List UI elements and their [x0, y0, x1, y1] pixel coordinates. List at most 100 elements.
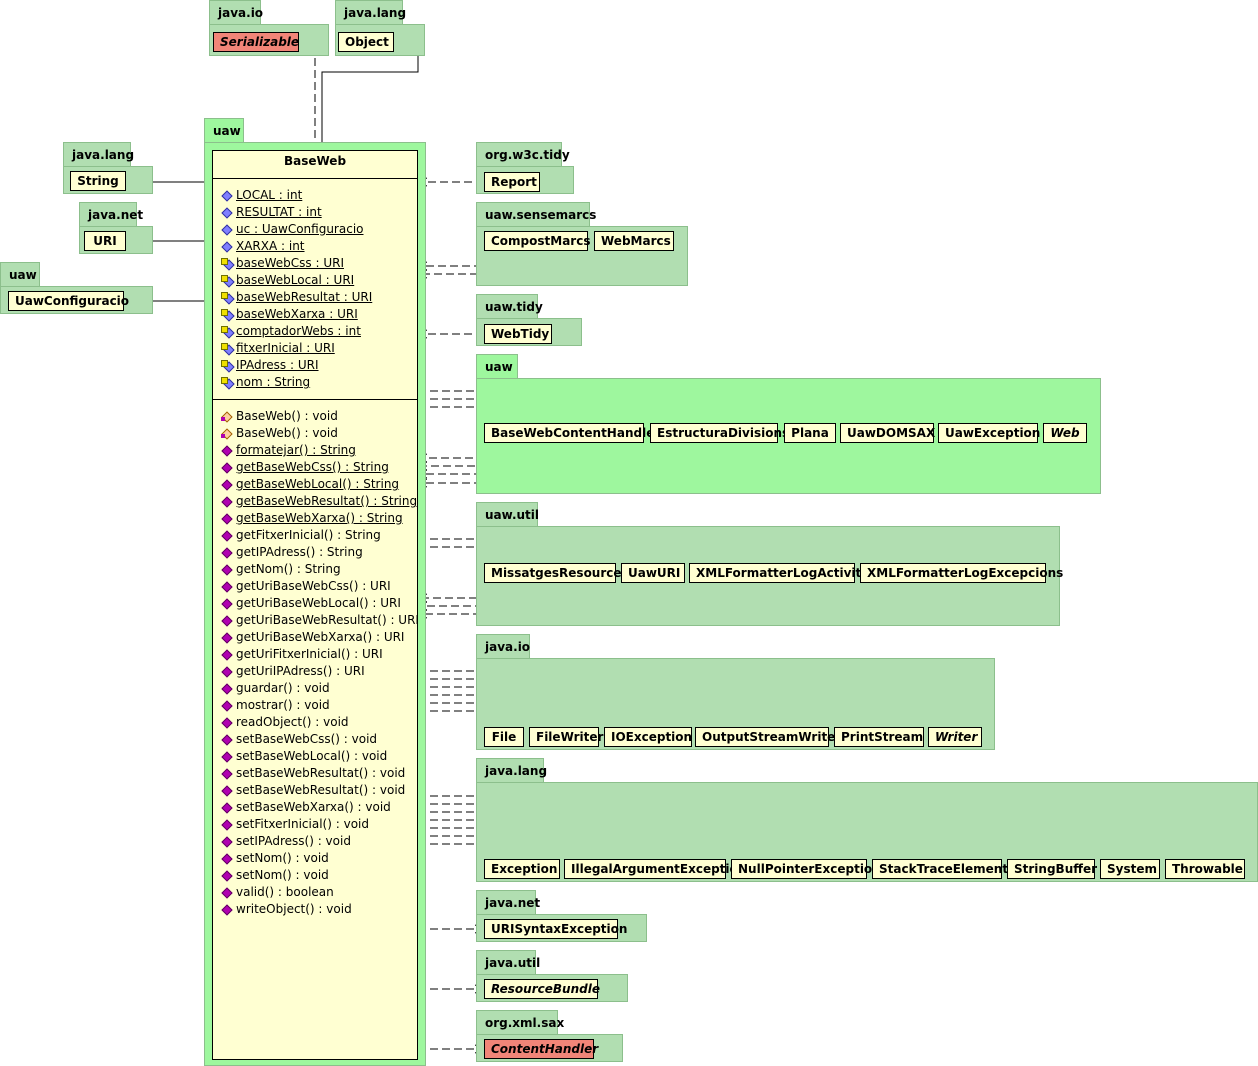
class-plana[interactable]: Plana — [784, 423, 836, 443]
class-throwable[interactable]: Throwable — [1165, 859, 1245, 879]
class-urisyntaxexception[interactable]: URISyntaxException — [484, 919, 627, 939]
package-java-util-tab: java.util — [476, 950, 540, 974]
method-row[interactable]: getIPAdress() : String — [221, 544, 363, 561]
class-uawexception[interactable]: UawException — [938, 423, 1040, 443]
method-row[interactable]: setBaseWebCss() : void — [221, 731, 377, 748]
field-row[interactable]: nom : String — [221, 374, 310, 391]
field-icon — [221, 207, 232, 218]
method-row[interactable]: getUriBaseWebLocal() : URI — [221, 595, 401, 612]
method-row[interactable]: guardar() : void — [221, 680, 330, 697]
method-icon — [221, 530, 232, 541]
method-row[interactable]: getUriBaseWebCss() : URI — [221, 578, 391, 595]
class-uawuri[interactable]: UawURI — [621, 563, 685, 583]
class-estructuradivisions[interactable]: EstructuraDivisions — [650, 423, 789, 443]
method-row[interactable]: setNom() : void — [221, 850, 329, 867]
method-row[interactable]: getUriBaseWebResultat() : URI — [221, 612, 419, 629]
class-writer[interactable]: Writer — [928, 727, 982, 747]
class-system[interactable]: System — [1100, 859, 1160, 879]
field-row[interactable]: RESULTAT : int — [221, 204, 322, 221]
method-icon — [221, 564, 232, 575]
class-nullpointerexception[interactable]: NullPointerException — [731, 859, 881, 879]
package-uaw-sensemarcs-tab: uaw.sensemarcs — [476, 202, 596, 226]
class-filewriter[interactable]: FileWriter — [529, 727, 603, 747]
member-label: writeObject() : void — [236, 902, 352, 916]
field-row[interactable]: XARXA : int — [221, 238, 305, 255]
method-row[interactable]: getNom() : String — [221, 561, 341, 578]
class-report[interactable]: Report — [484, 172, 540, 192]
class-illegalargumentexception[interactable]: IllegalArgumentException — [564, 859, 746, 879]
method-row[interactable]: getUriIPAdress() : URI — [221, 663, 365, 680]
field-row[interactable]: uc : UawConfiguracio — [221, 221, 364, 238]
method-row[interactable]: getBaseWebXarxa() : String — [221, 510, 403, 527]
method-icon — [221, 836, 232, 847]
class-contenthandler[interactable]: ContentHandler — [484, 1039, 598, 1059]
field-row[interactable]: fitxerInicial : URI — [221, 340, 335, 357]
class-ioexception[interactable]: IOException — [604, 727, 692, 747]
field-row[interactable]: baseWebXarxa : URI — [221, 306, 358, 323]
class-uawdomsax[interactable]: UawDOMSAX — [840, 423, 935, 443]
class-xmlformatterlogexcepcions[interactable]: XMLFormatterLogExcepcions — [860, 563, 1063, 583]
field-row[interactable]: baseWebLocal : URI — [221, 272, 354, 289]
method-row[interactable]: setNom() : void — [221, 867, 329, 884]
field-row[interactable]: comptadorWebs : int — [221, 323, 361, 340]
method-icon — [221, 853, 232, 864]
class-webmarcs[interactable]: WebMarcs — [594, 231, 674, 251]
class-uawconfiguracio[interactable]: UawConfiguracio — [8, 291, 129, 311]
member-label: baseWebCss : URI — [236, 256, 344, 270]
method-row[interactable]: getBaseWebLocal() : String — [221, 476, 399, 493]
class-missatgesresource[interactable]: MissatgesResource — [484, 563, 622, 583]
method-row[interactable]: readObject() : void — [221, 714, 349, 731]
method-row[interactable]: setFitxerInicial() : void — [221, 816, 369, 833]
class-compostmarcs[interactable]: CompostMarcs — [484, 231, 590, 251]
class-file[interactable]: File — [484, 727, 524, 747]
method-row[interactable]: setBaseWebResultat() : void — [221, 765, 405, 782]
method-row[interactable]: getFitxerInicial() : String — [221, 527, 381, 544]
member-label: fitxerInicial : URI — [236, 341, 335, 355]
method-row[interactable]: getUriBaseWebXarxa() : URI — [221, 629, 404, 646]
field-row[interactable]: LOCAL : int — [221, 187, 302, 204]
package-java-lang-tab: java.lang — [476, 758, 547, 782]
method-row[interactable]: getUriFitxerInicial() : URI — [221, 646, 383, 663]
method-row[interactable]: setBaseWebResultat() : void — [221, 782, 405, 799]
method-row[interactable]: mostrar() : void — [221, 697, 330, 714]
class-web[interactable]: Web — [1043, 423, 1087, 443]
field-row[interactable]: baseWebCss : URI — [221, 255, 344, 272]
method-icon — [221, 632, 232, 643]
member-label: comptadorWebs : int — [236, 324, 361, 338]
method-row[interactable]: setBaseWebLocal() : void — [221, 748, 387, 765]
package-java-net-left-tab: java.net — [79, 202, 143, 226]
method-row[interactable]: formatejar() : String — [221, 442, 356, 459]
method-row[interactable]: getBaseWebResultat() : String — [221, 493, 417, 510]
package-uaw-tab: uaw — [476, 354, 518, 378]
class-serializable[interactable]: Serializable — [213, 32, 299, 52]
method-row[interactable]: setIPAdress() : void — [221, 833, 351, 850]
method-icon — [221, 819, 232, 830]
class-stacktraceelement[interactable]: StackTraceElement — [872, 859, 1008, 879]
class-object[interactable]: Object — [338, 32, 394, 52]
class-printstream[interactable]: PrintStream — [834, 727, 924, 747]
method-row[interactable]: writeObject() : void — [221, 901, 352, 918]
method-row[interactable]: setBaseWebXarxa() : void — [221, 799, 391, 816]
class-string[interactable]: String — [70, 171, 126, 191]
method-icon — [221, 768, 232, 779]
class-basewebcontenthandler[interactable]: BaseWebContentHandler — [484, 423, 660, 443]
class-stringbuffer[interactable]: StringBuffer — [1007, 859, 1097, 879]
constructor-row[interactable]: BaseWeb() : void — [221, 408, 338, 425]
member-label: baseWebResultat : URI — [236, 290, 373, 304]
class-webtidy[interactable]: WebTidy — [484, 324, 552, 344]
class-xmlformatterlogactivitat[interactable]: XMLFormatterLogActivitat — [689, 563, 875, 583]
member-label: guardar() : void — [236, 681, 330, 695]
class-resourcebundle[interactable]: ResourceBundle — [484, 979, 600, 999]
method-row[interactable]: valid() : boolean — [221, 884, 334, 901]
package-java-lang-top-tab: java.lang — [335, 0, 406, 24]
field-row[interactable]: baseWebResultat : URI — [221, 289, 372, 306]
class-exception[interactable]: Exception — [484, 859, 560, 879]
method-row[interactable]: getBaseWebCss() : String — [221, 459, 389, 476]
private-field-icon — [221, 292, 232, 303]
constructor-row[interactable]: BaseWeb() : void — [221, 425, 338, 442]
class-uri[interactable]: URI — [84, 231, 126, 251]
package-java-io-top-tab: java.io — [209, 0, 263, 24]
class-outputstreamwriter[interactable]: OutputStreamWriter — [695, 727, 841, 747]
field-row[interactable]: IPAdress : URI — [221, 357, 319, 374]
